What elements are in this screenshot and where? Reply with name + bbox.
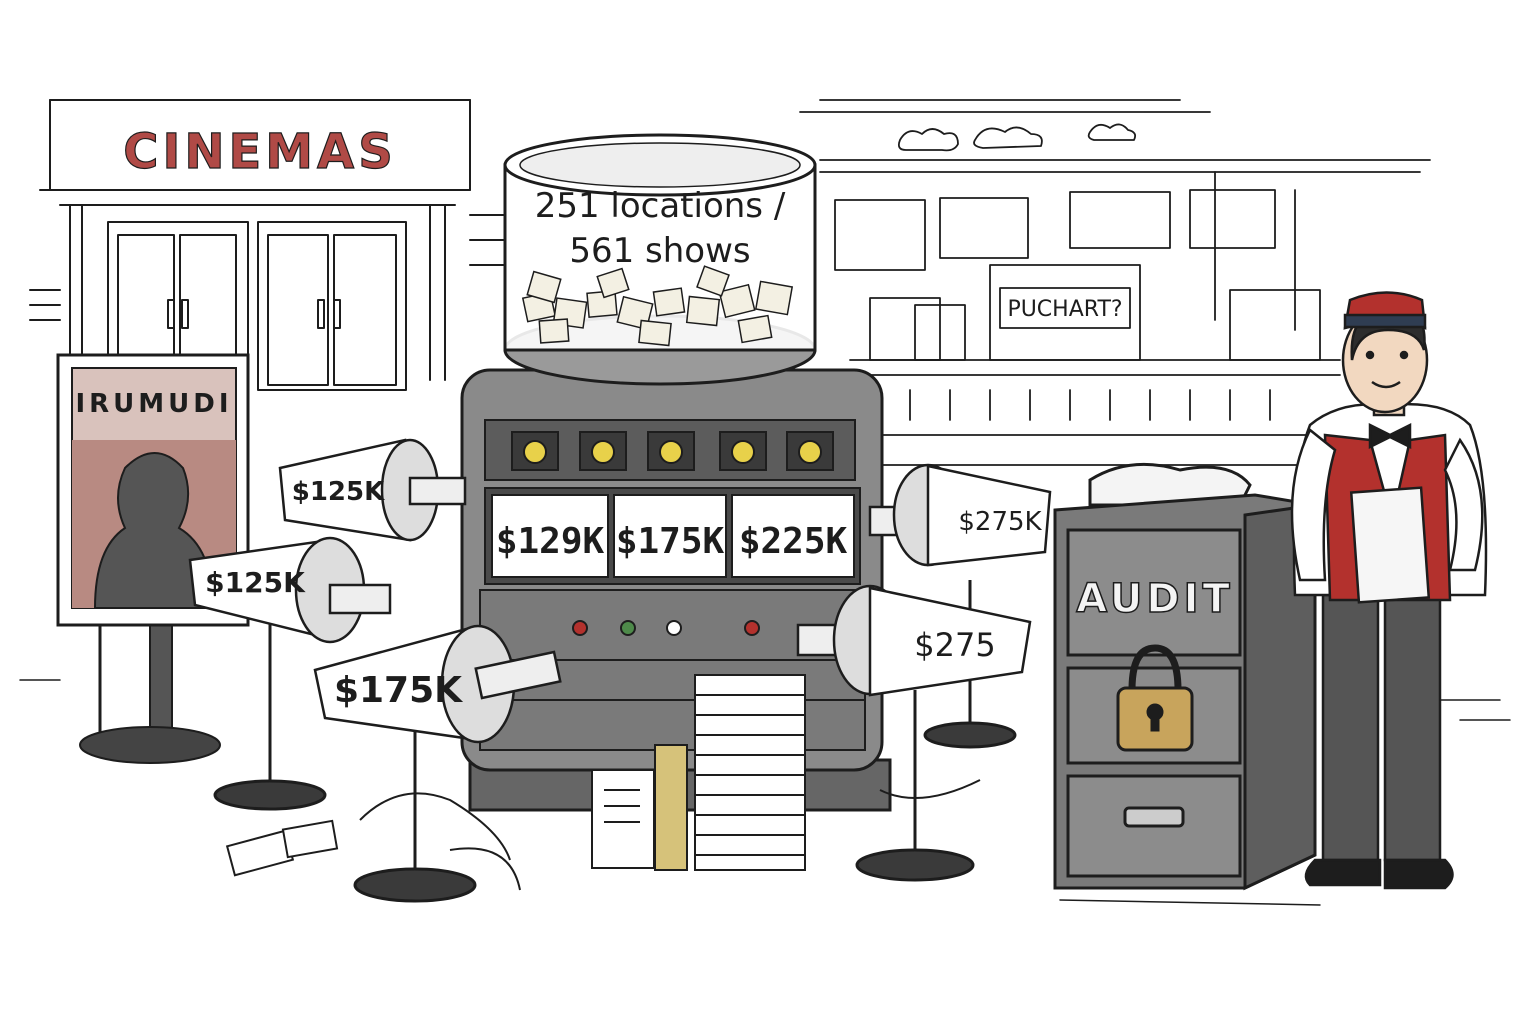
ground-line	[19, 679, 1511, 906]
movie-poster	[56, 353, 250, 764]
megaphone-1	[278, 438, 467, 542]
reel-1	[491, 494, 609, 578]
megaphone-1-label: $125K	[292, 477, 385, 507]
indicator-light-green	[620, 620, 636, 636]
audit-label: AUDIT	[1076, 576, 1234, 622]
bulb-icon	[798, 440, 822, 464]
usher	[1290, 291, 1488, 890]
megaphone-5	[796, 584, 1032, 697]
dome-text-line-1: 251 locations /	[535, 186, 786, 226]
megaphone-3-label: $175K	[334, 670, 463, 711]
indicator-lights	[572, 620, 760, 636]
poster-title: IRUMUDI	[75, 389, 232, 419]
megaphone-2	[188, 536, 392, 644]
bulb-icon	[591, 440, 615, 464]
concession-area	[799, 99, 1431, 466]
reel-3-value: $225K	[739, 521, 848, 562]
concession-sign: PUCHART?	[1007, 297, 1122, 322]
megaphone-4	[868, 463, 1052, 567]
reel-2	[613, 494, 727, 578]
bulb-icon	[659, 440, 683, 464]
indicator-light-red	[744, 620, 760, 636]
audit-cabinet	[1053, 462, 1317, 891]
paper-stacks	[225, 674, 981, 891]
indicator-light-white	[666, 620, 682, 636]
megaphone-5-label: $275	[914, 626, 995, 664]
dome-text-line-2: 561 shows	[569, 231, 750, 271]
indicator-light-red	[572, 620, 588, 636]
bulb-icon	[523, 440, 547, 464]
padlock-icon	[1116, 644, 1194, 752]
marquee-bulbs	[511, 431, 834, 471]
reel-2-value: $175K	[616, 521, 725, 562]
megaphone-3	[313, 624, 562, 744]
reel-window	[484, 487, 861, 585]
cinema-storefront	[29, 99, 506, 391]
megaphone-2-label: $125K	[205, 566, 306, 599]
cinema-sign: CINEMAS	[123, 124, 397, 180]
megaphone-stands	[213, 580, 1017, 903]
bulb-icon	[731, 440, 755, 464]
reel-3	[731, 494, 855, 578]
reel-1-value: $129K	[496, 521, 605, 562]
megaphone-4-label: $275K	[958, 507, 1042, 537]
